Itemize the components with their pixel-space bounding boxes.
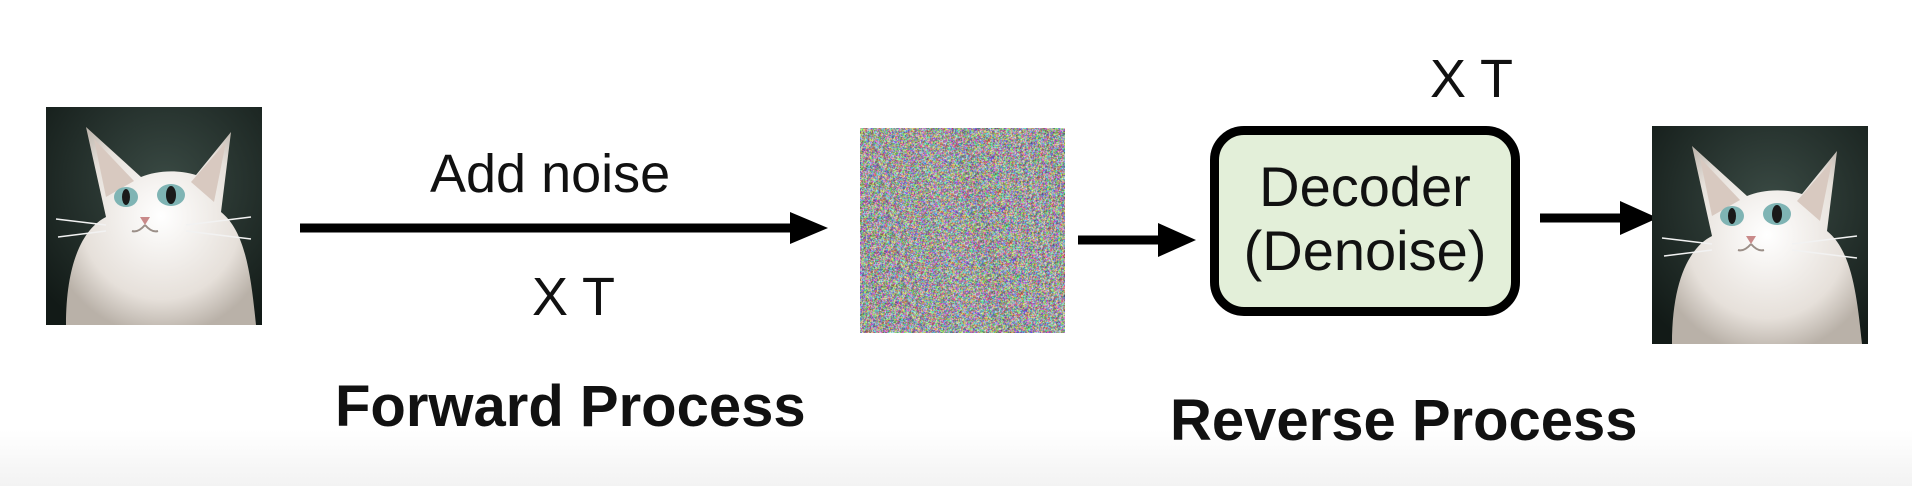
decoder-box	[1210, 126, 1520, 316]
reverse-repeat-label: X T	[1430, 49, 1514, 109]
decoder-label-line2: (Denoise)	[1243, 219, 1487, 282]
reverse-process-title: Reverse Process	[1170, 388, 1638, 453]
forward-process-title: Forward Process	[335, 374, 806, 439]
from-decoder-arrow	[1540, 201, 1658, 235]
cat-image-icon	[1652, 126, 1868, 344]
forward-arrow-label-top: Add noise	[430, 144, 671, 204]
output-cat-image	[1652, 126, 1868, 344]
forward-arrow	[300, 212, 828, 244]
to-decoder-arrow	[1078, 223, 1196, 257]
input-cat-image	[46, 107, 262, 325]
noise-image-icon	[860, 128, 1065, 333]
cat-image-icon	[46, 107, 262, 325]
decoder-label-line1: Decoder	[1259, 155, 1471, 218]
decoder-label: Decoder (Denoise)	[1210, 155, 1520, 283]
noise-image	[860, 128, 1065, 333]
forward-arrow-label-bottom: X T	[532, 267, 616, 327]
